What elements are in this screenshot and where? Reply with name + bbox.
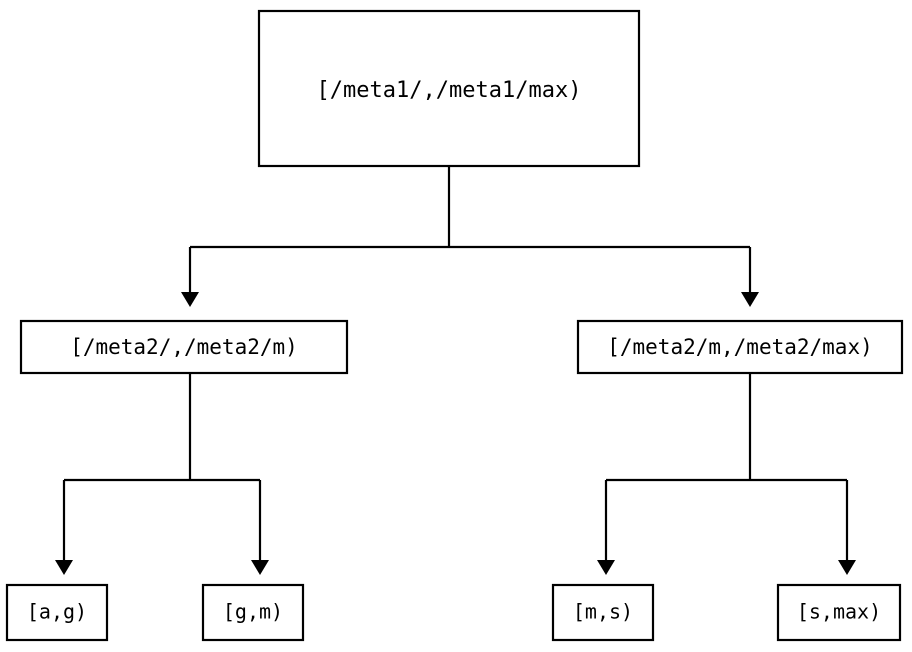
node-leaf-s-max[interactable]: [s,max) [776,583,902,642]
edge-group-midleft-to-leaves [55,373,269,575]
node-leaf-g-m-label: [g,m) [223,600,283,624]
node-mid-right[interactable]: [/meta2/m,/meta2/max) [576,319,904,375]
arrowhead-to-mid-left [181,292,199,307]
node-mid-right-label: [/meta2/m,/meta2/max) [607,335,873,359]
node-leaf-s-max-label: [s,max) [797,600,881,624]
node-leaf-a-g-box[interactable] [5,583,109,642]
arrowhead-to-leaf-s-max [838,560,856,575]
arrowhead-to-mid-right [741,292,759,307]
node-leaf-m-s[interactable]: [m,s) [551,583,655,642]
node-leaf-m-s-box[interactable] [551,583,655,642]
node-root[interactable]: [/meta1/,/meta1/max) [257,9,641,168]
node-leaf-s-max-box[interactable] [776,583,902,642]
node-mid-left-box[interactable] [19,319,349,375]
node-mid-left-label: [/meta2/,/meta2/m) [70,335,298,359]
arrowhead-to-leaf-m-s [597,560,615,575]
node-root-label: [/meta1/,/meta1/max) [317,78,582,103]
edge-group-midright-to-leaves [597,373,856,575]
node-mid-left[interactable]: [/meta2/,/meta2/m) [19,319,349,375]
node-leaf-g-m[interactable]: [g,m) [201,583,305,642]
node-leaf-a-g-label: [a,g) [27,600,87,624]
arrowhead-to-leaf-g-m [251,560,269,575]
node-mid-right-box[interactable] [576,319,904,375]
node-leaf-m-s-label: [m,s) [573,600,633,624]
node-root-box[interactable] [257,9,641,168]
node-leaf-g-m-box[interactable] [201,583,305,642]
edge-group-root-to-mid [181,166,759,307]
node-leaf-a-g[interactable]: [a,g) [5,583,109,642]
arrowhead-to-leaf-a-g [55,560,73,575]
